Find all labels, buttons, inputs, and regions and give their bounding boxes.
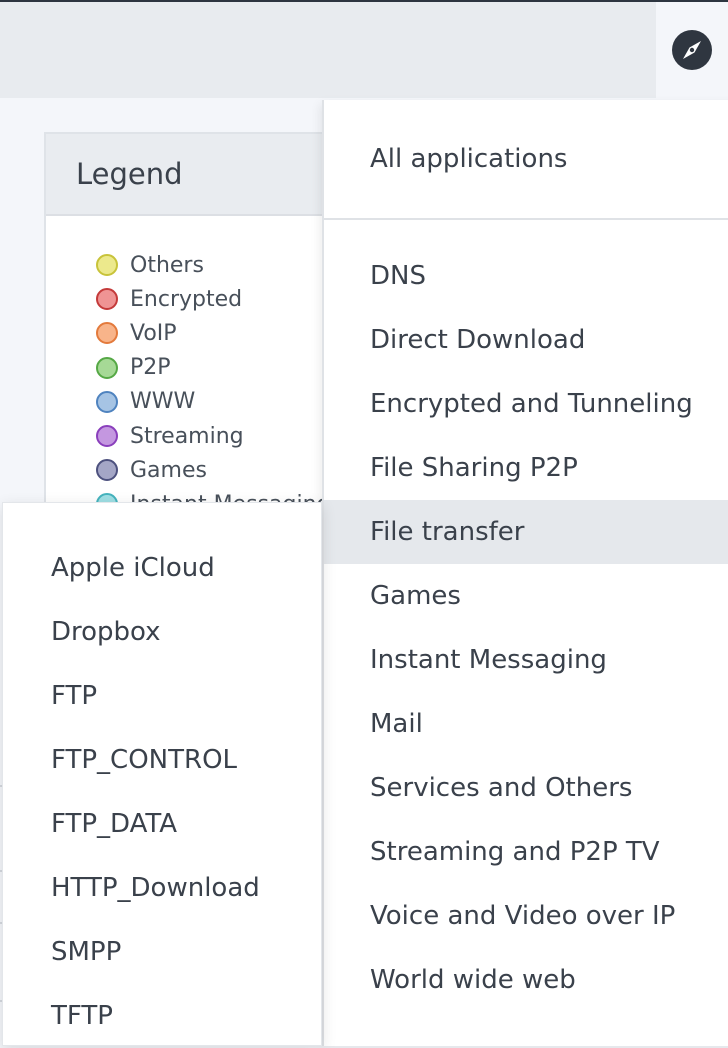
submenu-item-tftp[interactable]: TFTP [51, 1001, 113, 1031]
legend-item-voip: VoIP [96, 316, 342, 350]
submenu-item-apple-icloud[interactable]: Apple iCloud [51, 553, 215, 583]
submenu-item-ftp[interactable]: FTP [51, 681, 98, 711]
menu-item-dns[interactable]: DNS [370, 261, 426, 291]
legend-item-games: Games [96, 453, 342, 487]
legend-item-others: Others [96, 248, 342, 282]
menu-item-games[interactable]: Games [370, 581, 461, 611]
legend-item-streaming: Streaming [96, 419, 342, 453]
legend-swatch [96, 288, 118, 311]
submenu-item-ftp-control[interactable]: FTP_CONTROL [51, 745, 238, 775]
legend-swatch [96, 425, 118, 448]
legend-item-p2p: P2P [96, 351, 342, 385]
legend-swatch [96, 459, 118, 482]
legend-label: Encrypted [130, 286, 243, 312]
menu-item-services-and-others[interactable]: Services and Others [370, 773, 633, 803]
legend-swatch [96, 390, 118, 413]
menu-item-mail[interactable]: Mail [370, 709, 423, 739]
menu-item-all-applications[interactable]: All applications [324, 100, 728, 220]
navigation-button[interactable] [656, 2, 728, 98]
menu-item-direct-download[interactable]: Direct Download [370, 325, 586, 355]
legend-title: Legend [46, 134, 342, 216]
legend-item-www: WWW [96, 385, 342, 419]
menu-item-file-transfer[interactable]: File transfer [324, 500, 728, 564]
compass-icon [672, 30, 712, 70]
legend-list: OthersEncryptedVoIPP2PWWWStreamingGamesI… [46, 216, 342, 522]
legend-label: VoIP [130, 320, 177, 346]
top-border [0, 0, 728, 2]
legend-label: Others [130, 252, 204, 278]
menu-item-voice-and-video-over-ip[interactable]: Voice and Video over IP [370, 901, 676, 931]
submenu-item-dropbox[interactable]: Dropbox [51, 617, 161, 647]
menu-item-streaming-and-p2p-tv[interactable]: Streaming and P2P TV [370, 837, 660, 867]
legend-swatch [96, 254, 118, 277]
legend-label: P2P [130, 355, 171, 381]
top-bar [0, 2, 728, 98]
menu-item-file-sharing-p2p[interactable]: File Sharing P2P [370, 453, 578, 483]
menu-item-world-wide-web[interactable]: World wide web [370, 965, 576, 995]
menu-item-instant-messaging[interactable]: Instant Messaging [370, 645, 607, 675]
legend-label: Streaming [130, 423, 244, 449]
legend-item-encrypted: Encrypted [96, 282, 342, 316]
legend-label: WWW [130, 389, 196, 415]
submenu-item-ftp-data[interactable]: FTP_DATA [51, 809, 178, 839]
submenu-item-http-download[interactable]: HTTP_Download [51, 873, 260, 903]
legend-swatch [96, 322, 118, 345]
submenu-item-smpp[interactable]: SMPP [51, 937, 122, 967]
legend-swatch [96, 356, 118, 379]
legend-label: Games [130, 457, 207, 483]
menu-item-encrypted-and-tunneling[interactable]: Encrypted and Tunneling [370, 389, 693, 419]
